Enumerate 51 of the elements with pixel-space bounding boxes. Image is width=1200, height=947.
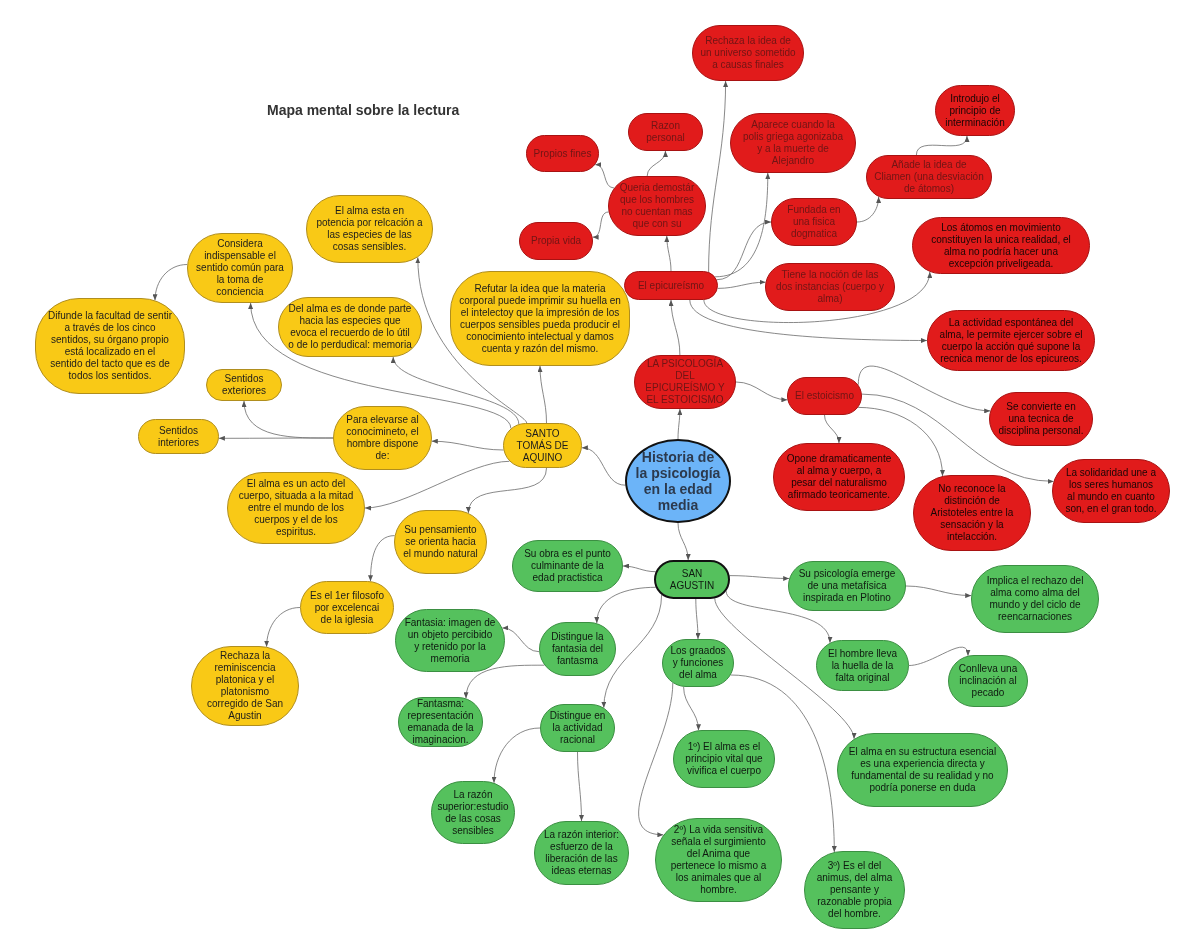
idea-bubble: 2º) La vida sensitiva señala el surgimiento del Anima que pertenece lo mismo a los animales que al hombre. <box>655 818 782 902</box>
idea-bubble: Sentidos exteriores <box>206 369 282 401</box>
idea-bubble: Su obra es el punto culminante de la edad practistica <box>512 540 623 592</box>
idea-bubble: El estoicismo <box>787 377 862 415</box>
idea-bubble: Fantasma: representación emanada de la imaginacion. <box>398 697 483 747</box>
idea-bubble: Queria demostár que los hombres no cuentan mas que con su <box>608 176 706 236</box>
idea-bubble: Es el 1er filosofo por excelencai de la iglesia <box>300 581 394 634</box>
idea-bubble: La razón superior:estudio de las cosas sensibles <box>431 781 515 844</box>
idea-bubble: Añade la idea de Cliamen (una desviación de átomos) <box>866 155 992 199</box>
idea-bubble: SAN AGUSTIN <box>654 560 730 599</box>
idea-bubble: La solidaridad une a los seres humanos al mundo en cuanto son, en el gran todo. <box>1052 459 1170 523</box>
idea-bubble: Propia vida <box>519 222 593 260</box>
idea-bubble: Implica el rechazo del alma como alma del mundo y del ciclo de reencarnaciones <box>971 565 1099 633</box>
idea-bubble: Para elevarse al conocimineto, el hombre dispone de: <box>333 406 432 470</box>
idea-bubble: Distingue en la actividad racional <box>540 704 615 752</box>
idea-bubble: Tiene la noción de las dos instancias (cuerpo y alma) <box>765 263 895 311</box>
idea-bubble: Sentidos interiores <box>138 419 219 454</box>
idea-bubble: Considera indispensable el sentido común para la toma de conciencia <box>187 233 293 303</box>
idea-bubble: La actividad espontánea del alma, le permite ejercer sobre el cuerpo la acción qué supone la recnica menor de los epicureos. <box>927 310 1095 371</box>
idea-bubble: El hombre lleva la huella de la falta original <box>816 640 909 691</box>
page-title: Mapa mental sobre la lectura <box>267 102 460 119</box>
central-topic-bubble: Historia de la psicología en la edad media <box>625 439 731 523</box>
idea-bubble: Conlleva una inclinación al pecado <box>948 655 1028 707</box>
idea-bubble: Aparece cuando la polis griega agonizaba y a la muerte de Alejandro <box>730 113 856 173</box>
idea-bubble: Razon personal <box>628 113 703 151</box>
idea-bubble: Los átomos en movimiento constituyen la unica realidad, el alma no podría hacer una excepción priveligeada. <box>912 217 1090 274</box>
idea-bubble: Distingue la fantasia del fantasma <box>539 622 616 676</box>
idea-bubble: LA PSICOLOGÍA DEL EPICUREÍSMO Y EL ESTOICISMO <box>634 355 736 409</box>
idea-bubble: Refutar la idea que la materia corporal puede imprimir su huella en el intelectoy que la impresión de los cuerpos sensibles pueda producir el conocimiento intelectual y damos cuenta y razón del mismo. <box>450 271 630 366</box>
idea-bubble: Rechaza la idea de un universo sometido a causas finales <box>692 25 804 81</box>
idea-bubble: Del alma es de donde parte hacia las especies que evoca el recuerdo de lo útil o de lo perdudical: memoria <box>278 297 422 357</box>
idea-bubble: No reconoce la distinción de Aristoteles entre la sensación y la intelacción. <box>913 475 1031 551</box>
idea-bubble: El alma en su estructura esencial es una experiencia directa y fundamental de su realidad y no podría ponerse en duda <box>837 733 1008 807</box>
idea-bubble: Se convierte en una tecnica de disciplina personal. <box>989 392 1093 446</box>
idea-bubble: La razón interior: esfuerzo de la liberación de las ideas eternas <box>534 821 629 885</box>
idea-bubble: 3º) Es el del animus, del alma pensante y razonable propia del hombre. <box>804 851 905 929</box>
idea-bubble: El alma esta en potencia por relcación a las especies de las cosas sensibles. <box>306 195 433 263</box>
idea-bubble: Fundada en una fisica dogmatica <box>771 198 857 246</box>
idea-bubble: Su psicología emerge de una metafísica inspirada en Plotino <box>788 561 906 611</box>
idea-bubble: Difunde la facultad de sentir a través de los cinco sentidos, su órgano propio está localizado en el sentido del tacto que es de todos los sentidos. <box>35 298 185 394</box>
idea-bubble: 1º) El alma es el principio vital que vivifica el cuerpo <box>673 730 775 788</box>
idea-bubble: El alma es un acto del cuerpo, situada a la mitad entre el mundo de los cuerpos y el de los espiritus. <box>227 472 365 544</box>
idea-bubble: Rechaza la reminiscencia platonica y el platonismo corregido de San Agustin <box>191 646 299 726</box>
idea-bubble: Introdujo el principio de interminación <box>935 85 1015 136</box>
idea-bubble: SANTO TOMÁS DE AQUINO <box>503 423 582 468</box>
idea-bubble: Propios fines <box>526 135 599 172</box>
idea-bubble: Su pensamiento se orienta hacia el mundo natural <box>394 510 487 574</box>
idea-bubble: Opone dramaticamente al alma y cuerpo, a pesar del naturalismo afirmado teoricamente. <box>773 443 905 511</box>
idea-bubble: Fantasia: imagen de un objeto percibido y retenido por la memoria <box>395 609 505 672</box>
idea-bubble: El epicureísmo <box>624 271 718 300</box>
idea-bubble: Los graados y funciones del alma <box>662 639 734 687</box>
